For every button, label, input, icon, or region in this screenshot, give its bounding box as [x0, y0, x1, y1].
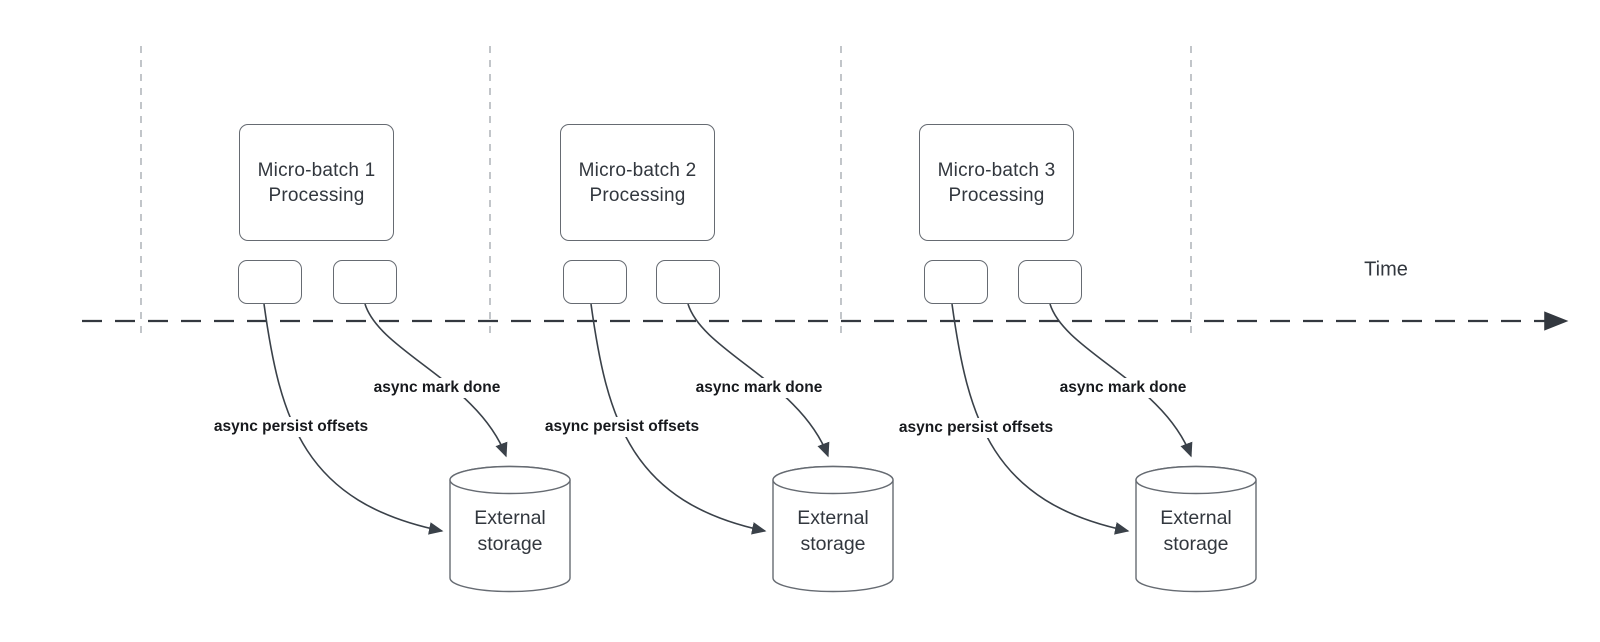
mark-done-task-box	[333, 260, 397, 304]
storage-label: External storage	[777, 505, 889, 557]
external-storage-cylinder	[449, 465, 571, 593]
storage-label: External storage	[1140, 505, 1252, 557]
persist-offsets-task-box	[924, 260, 988, 304]
storage-label-line1: External	[1160, 507, 1232, 529]
mark-done-task-box	[656, 260, 720, 304]
batch-title-line1: Micro-batch 2	[578, 159, 697, 181]
storage-label-line1: External	[797, 507, 869, 529]
persist-offsets-arrow	[263, 303, 444, 535]
mark-done-task-box	[1018, 260, 1082, 304]
persist-offsets-label: async persist offsets	[894, 418, 1058, 438]
mark-done-label: async mark done	[691, 378, 827, 398]
external-storage-cylinder	[1135, 465, 1257, 593]
persist-offsets-arrow	[951, 303, 1130, 535]
micro-batch-box: Micro-batch 3 Processing	[919, 124, 1074, 241]
mark-done-label: async mark done	[369, 378, 505, 398]
storage-label-line2: storage	[1163, 533, 1229, 555]
micro-batch-box: Micro-batch 2 Processing	[560, 124, 715, 241]
persist-offsets-arrow	[590, 303, 767, 535]
batch-title-line1: Micro-batch 1	[257, 159, 376, 181]
persist-offsets-label: async persist offsets	[209, 417, 373, 437]
storage-label: External storage	[454, 505, 566, 557]
batch-title-line2: Processing	[589, 184, 686, 206]
external-storage-cylinder	[772, 465, 894, 593]
batch-title-line2: Processing	[268, 184, 365, 206]
storage-label-line2: storage	[477, 533, 543, 555]
batch-title-line1: Micro-batch 3	[937, 159, 1056, 181]
persist-offsets-label: async persist offsets	[540, 417, 704, 437]
micro-batch-box: Micro-batch 1 Processing	[239, 124, 394, 241]
time-axis-label: Time	[1364, 258, 1408, 281]
storage-label-line2: storage	[800, 533, 866, 555]
mark-done-arrow	[364, 303, 508, 458]
batch-title-line2: Processing	[948, 184, 1045, 206]
mark-done-arrow	[687, 303, 830, 458]
persist-offsets-task-box	[563, 260, 627, 304]
persist-offsets-task-box	[238, 260, 302, 304]
storage-label-line1: External	[474, 507, 546, 529]
mark-done-label: async mark done	[1055, 378, 1191, 398]
mark-done-arrow	[1049, 303, 1193, 458]
